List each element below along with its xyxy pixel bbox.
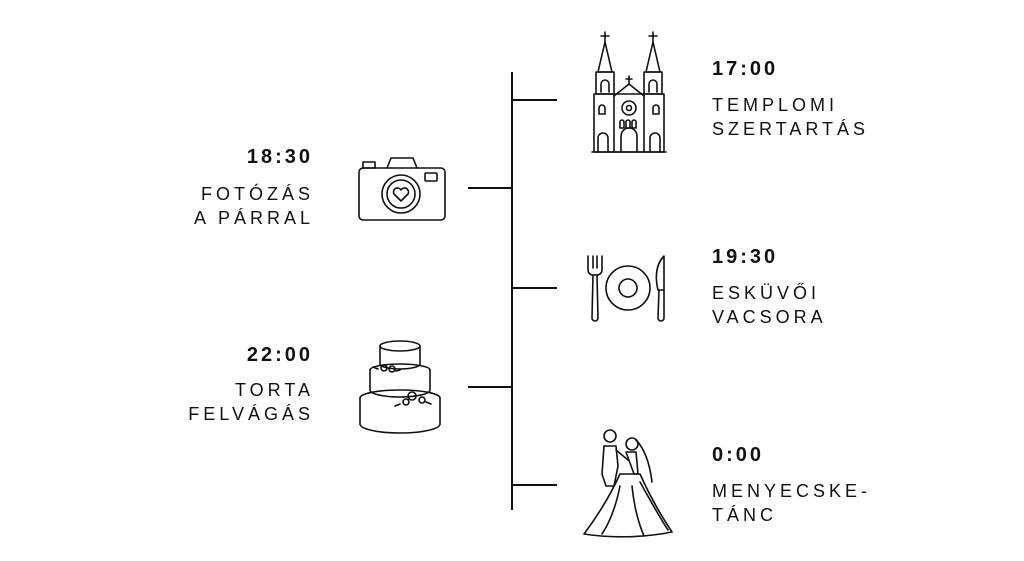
- connector-17: [513, 99, 557, 101]
- event-label-line1: TEMPLOMI: [712, 95, 839, 115]
- event-label-line1: ESKÜVŐI: [712, 283, 821, 303]
- event-time: 19:30: [712, 246, 779, 268]
- event-label-line2: A PÁRRAL: [193, 208, 314, 228]
- connector-0: [513, 484, 557, 486]
- connector-22: [468, 386, 511, 388]
- timeline-spine: [511, 72, 513, 510]
- event-label-line2: FELVÁGÁS: [188, 404, 314, 424]
- event-label-line2: VACSORA: [712, 307, 827, 327]
- church-icon: [590, 30, 668, 156]
- event-label-line1: MENYECSKE-: [712, 481, 872, 501]
- event-time: 17:00: [712, 58, 779, 80]
- event-label-line2: TÁNC: [712, 505, 777, 525]
- event-time: 18:30: [246, 146, 313, 168]
- event-time: 22:00: [246, 344, 313, 366]
- event-label-line1: FOTÓZÁS: [201, 184, 314, 204]
- event-label-line1: TORTA: [234, 380, 314, 400]
- camera-icon: [357, 154, 447, 222]
- event-time: 0:00: [712, 444, 765, 466]
- cake-icon: [356, 338, 446, 436]
- dancing-couple-icon: [580, 426, 676, 540]
- connector-1830: [468, 187, 511, 189]
- connector-1930: [513, 287, 557, 289]
- event-label-line2: SZERTARTÁS: [712, 119, 870, 139]
- plate-cutlery-icon: [584, 252, 674, 324]
